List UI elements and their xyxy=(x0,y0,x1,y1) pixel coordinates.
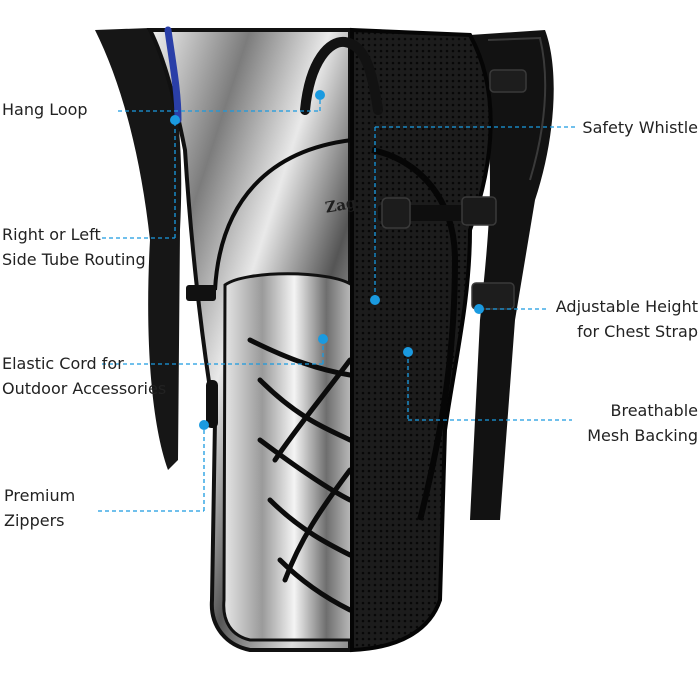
zipper-pull xyxy=(206,380,218,428)
dot-zippers xyxy=(199,420,209,430)
label-zippers-line1: Premium xyxy=(4,486,76,505)
label-safety-whistle: Safety Whistle xyxy=(582,115,698,140)
right-shoulder-strap xyxy=(470,30,554,520)
strap-adjuster-top xyxy=(489,69,527,93)
label-safety-whistle-text: Safety Whistle xyxy=(582,118,698,137)
label-mesh-backing-line2: Mesh Backing xyxy=(587,426,698,445)
label-tube-routing: Right or Left Side Tube Routing xyxy=(2,222,146,272)
chest-strap-buckle xyxy=(378,196,497,229)
elastic-cord xyxy=(247,337,353,613)
label-elastic-cord-line2: Outdoor Accessories xyxy=(2,379,167,398)
dot-chest-strap xyxy=(474,304,484,314)
label-hang-loop: Hang Loop xyxy=(2,97,88,122)
label-chest-strap-line1: Adjustable Height xyxy=(555,297,698,316)
label-tube-routing-line2: Side Tube Routing xyxy=(2,250,146,269)
label-tube-routing-line1: Right or Left xyxy=(2,225,101,244)
brand-mark: Zag xyxy=(324,193,358,216)
dot-elastic-cord xyxy=(318,334,328,344)
label-chest-strap-line2: for Chest Strap xyxy=(577,322,698,341)
front-pocket xyxy=(222,272,354,642)
label-zippers-line2: Zippers xyxy=(4,511,65,530)
top-hang-loop xyxy=(300,36,383,115)
label-hang-loop-text: Hang Loop xyxy=(2,100,88,119)
left-shoulder-strap xyxy=(95,28,182,470)
label-elastic-cord-line1: Elastic Cord for xyxy=(2,354,124,373)
dot-safety-whistle xyxy=(370,295,380,305)
label-mesh-backing-line1: Breathable xyxy=(610,401,698,420)
label-chest-strap: Adjustable Height for Chest Strap xyxy=(556,294,698,344)
mesh-back-panel xyxy=(350,27,493,653)
main-zipper xyxy=(213,138,353,291)
label-zippers: Premium Zippers xyxy=(4,483,75,533)
label-elastic-cord: Elastic Cord for Outdoor Accessories xyxy=(2,351,166,401)
label-mesh-backing: Breathable Mesh Backing xyxy=(587,398,698,448)
dot-hang-loop xyxy=(315,90,325,100)
dot-mesh-backing xyxy=(403,347,413,357)
side-webbing xyxy=(186,285,216,301)
dot-tube-routing xyxy=(170,115,180,125)
